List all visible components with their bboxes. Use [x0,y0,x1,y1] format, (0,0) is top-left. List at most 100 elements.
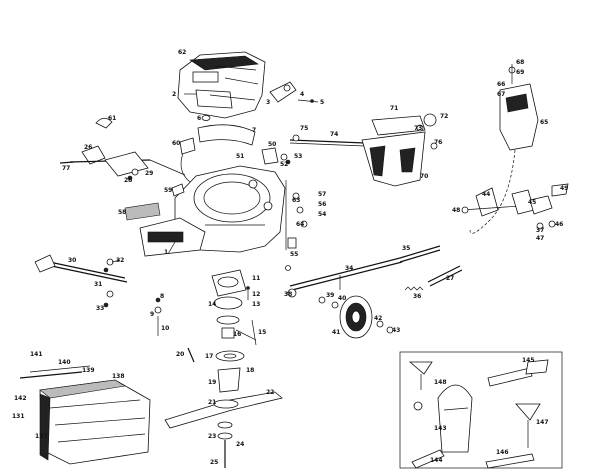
label-49: 49 [560,185,568,192]
label-4: 4 [300,91,304,98]
label-77: 77 [62,165,70,172]
label-59: 59 [164,187,172,194]
label-139: 139 [82,367,95,374]
label-13: 13 [252,301,260,308]
label-46: 46 [555,221,563,228]
engine [177,51,266,119]
cable-bracket-50-53 [261,147,291,165]
label-43: 43 [392,327,400,334]
label-63: 63 [292,197,300,204]
label-61: 61 [108,115,116,122]
label-26: 26 [84,144,92,151]
height-lever-left [69,145,186,181]
nut-75 [292,134,300,142]
label-17: 17 [205,353,213,360]
label-40: 40 [338,295,346,302]
clip-part [171,183,185,197]
label-32: 32 [116,257,124,264]
label-36: 36 [413,293,421,300]
label-18: 18 [246,367,254,374]
label-148: 148 [434,379,447,386]
dashed-cable [469,149,516,234]
label-1: 1 [164,249,168,256]
label-14: 14 [208,301,216,308]
label-62: 62 [178,49,186,56]
label-11: 11 [252,275,260,282]
label-25: 25 [210,459,218,466]
spring [404,286,424,291]
label-70: 70 [420,173,428,180]
label-3: 3 [266,99,270,106]
knob-72-73 [416,113,437,132]
label-141: 141 [30,351,43,358]
catcher-frame [361,115,426,187]
label-42: 42 [374,315,382,322]
tube-37 [427,265,463,287]
label-22: 22 [266,389,274,396]
label-24: 24 [236,441,244,448]
nut-76 [430,142,438,150]
blade-hub-stack [213,296,245,362]
nut-42 [376,320,384,328]
label-72: 72 [440,113,448,120]
label-137: 137 [35,433,48,440]
label-39: 39 [326,292,334,299]
label-75: 75 [300,125,308,132]
label-69: 69 [516,69,524,76]
label-21: 21 [208,399,216,406]
label-74: 74 [330,131,338,138]
label-33: 33 [96,305,104,312]
label-47: 47 [536,235,544,242]
label-52: 52 [280,161,288,168]
label-67: 67 [497,91,505,98]
label-35: 35 [402,245,410,252]
label-23: 23 [208,433,216,440]
washer-39 [318,296,326,304]
rear-deflector [499,64,539,151]
label-48: 48 [452,207,460,214]
cutter-blade [164,391,283,429]
label-138: 138 [112,373,125,380]
deck-flap [124,202,161,221]
label-146: 146 [496,449,509,456]
label-143: 143 [434,425,447,432]
key-pin [187,347,195,363]
label-60: 60 [172,140,180,147]
blade-motor-mount [211,269,250,300]
clip-61 [95,117,113,129]
engine-bracket-part [269,81,319,103]
label-50: 50 [268,141,276,148]
label-10: 10 [161,325,169,332]
label-6: 6 [197,115,201,122]
label-5: 5 [320,99,324,106]
label-16: 16 [233,331,241,338]
label-76: 76 [434,139,442,146]
label-28: 28 [124,177,132,184]
label-8: 8 [160,293,164,300]
label-27: 27 [446,275,454,282]
label-45: 45 [528,199,536,206]
label-31: 31 [94,281,102,288]
label-19: 19 [208,379,216,386]
grass-catcher-bag [19,365,151,465]
label-144: 144 [430,457,443,464]
cap-43 [386,326,394,334]
mower-deck [139,165,286,257]
label-44: 44 [482,191,490,198]
label-140: 140 [58,359,71,366]
blade-adapter [217,367,241,393]
label-145: 145 [522,357,535,364]
washer-40 [331,301,339,309]
small-hardware-8-10 [154,297,162,336]
rear-axle-left [34,254,128,308]
label-9: 9 [150,311,154,318]
label-64: 64 [296,221,304,228]
front-axle [289,257,403,291]
label-54: 54 [318,211,326,218]
label-7: 7 [252,127,256,134]
label-51: 51 [236,153,244,160]
tool-kit-inset [399,351,563,469]
label-30: 30 [68,257,76,264]
leader-lines [111,93,257,346]
